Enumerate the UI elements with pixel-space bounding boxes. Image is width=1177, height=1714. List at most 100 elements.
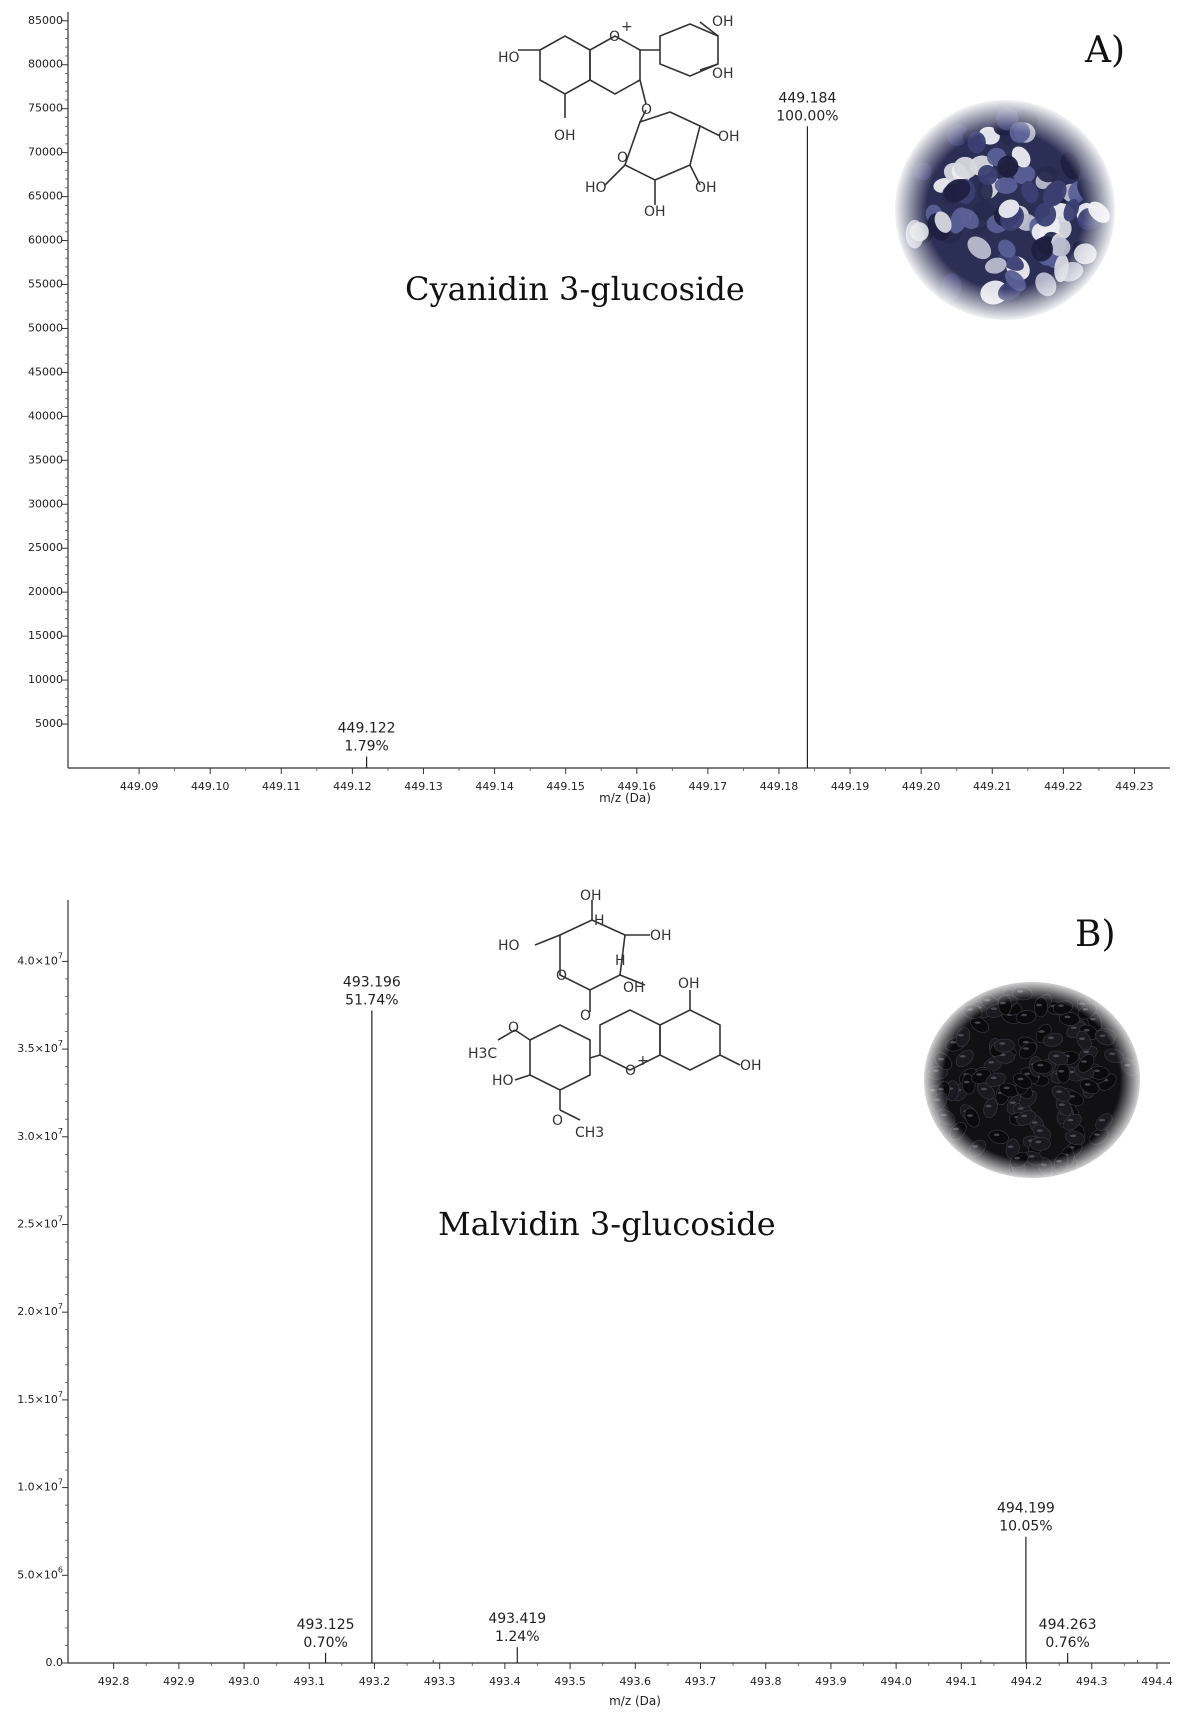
malvidin-oh-sugar-right: OH <box>650 928 672 944</box>
peak-percent-label: 1.79% <box>344 739 388 755</box>
peak-mz-label: 493.419 <box>488 1611 546 1627</box>
y-tick-label: 10000 <box>28 673 63 686</box>
peak-percent-label: 1.24% <box>495 1629 539 1645</box>
cyanidin-o-sugar: O <box>617 150 628 166</box>
malvidin-plus: + <box>637 1053 649 1069</box>
y-tick-label: 50000 <box>28 321 63 334</box>
malvidin-h-1: H <box>594 913 605 929</box>
x-tick-label: 449.18 <box>760 780 799 793</box>
x-tick-label: 494.2 <box>1011 1675 1043 1688</box>
y-tick-label: 0.0 <box>46 1656 64 1669</box>
cyanidin-o-ring: O <box>609 29 620 45</box>
x-tick-label: 449.11 <box>262 780 301 793</box>
black-beans-photo <box>922 980 1142 1180</box>
malvidin-o-methoxy-1: O <box>508 1020 519 1036</box>
y-tick-label: 1.0×107 <box>17 1478 63 1494</box>
y-tick-label: 45000 <box>28 365 63 378</box>
x-tick-label: 449.13 <box>404 780 443 793</box>
cyanidin-oh-sugar-3: OH <box>644 204 666 220</box>
cyanidin-oh-top-right: OH <box>712 14 734 30</box>
x-tick-label: 449.15 <box>546 780 585 793</box>
peak-percent-label: 0.70% <box>303 1635 347 1651</box>
malvidin-ho-ch2: HO <box>498 938 520 954</box>
peak-mz-label: 493.125 <box>297 1617 355 1633</box>
blue-corn-photo <box>893 98 1117 322</box>
panel-b-y-ticks: 0.05.0×1061.0×1071.5×1072.0×1072.5×1073.… <box>17 951 68 1669</box>
x-tick-label: 493.7 <box>685 1675 717 1688</box>
y-tick-label: 60000 <box>28 234 63 247</box>
x-tick-label: 449.21 <box>973 780 1012 793</box>
panel-b-peaks: 493.1250.70%493.19651.74%493.4191.24%494… <box>297 975 1138 1663</box>
malvidin-o-sugar: O <box>556 968 567 984</box>
malvidin-h-2: H <box>615 953 626 969</box>
cyanidin-structure: HO O + OH OH OH O O OH HO OH OH <box>498 14 740 220</box>
y-tick-label: 1.5×107 <box>17 1390 63 1406</box>
x-tick-label: 449.14 <box>475 780 514 793</box>
x-tick-label: 494.0 <box>880 1675 912 1688</box>
x-tick-label: 449.23 <box>1115 780 1154 793</box>
y-tick-label: 5.0×106 <box>17 1565 63 1581</box>
y-tick-label: 3.5×107 <box>17 1039 63 1055</box>
panel-a-peaks: 449.122 1.79% 449.184 100.00% <box>338 90 839 768</box>
x-tick-label: 493.5 <box>554 1675 586 1688</box>
x-tick-label: 493.4 <box>489 1675 521 1688</box>
y-tick-label: 40000 <box>28 409 63 422</box>
x-tick-label: 493.6 <box>620 1675 652 1688</box>
y-tick-label: 15000 <box>28 629 63 642</box>
peak-percent-label: 100.00% <box>776 108 838 124</box>
x-tick-label: 449.12 <box>333 780 372 793</box>
peak-percent-label: 51.74% <box>345 993 398 1009</box>
peak-percent-label: 10.05% <box>999 1519 1052 1535</box>
malvidin-ho-b-ring: HO <box>492 1073 514 1089</box>
malvidin-structure: OH H HO OH H O OH OH O H3C O HO O CH3 O … <box>468 888 762 1141</box>
cyanidin-oh-sugar-1: OH <box>718 129 740 145</box>
panel-a-y-ticks: 5000 10000 15000 20000 25000 30000 35000 40000 4… <box>28 14 68 730</box>
malvidin-o-methoxy-2: O <box>552 1113 563 1129</box>
x-tick-label: 494.4 <box>1141 1675 1173 1688</box>
x-tick-label: 493.2 <box>359 1675 391 1688</box>
panel-b-x-axis-label: m/z (Da) <box>609 1694 661 1708</box>
cyanidin-o-glycosidic: O <box>641 102 652 118</box>
cyanidin-ho-left: HO <box>498 50 520 66</box>
y-tick-label: 55000 <box>28 278 63 291</box>
y-tick-label: 25000 <box>28 541 63 554</box>
peak-mz-label: 449.122 <box>338 721 396 737</box>
panel-b-axes <box>67 900 1170 1664</box>
peak-percent-label: 0.76% <box>1045 1635 1089 1651</box>
y-tick-label: 70000 <box>28 146 63 159</box>
malvidin-ch3: CH3 <box>575 1125 604 1141</box>
y-tick-label: 85000 <box>28 14 63 27</box>
x-tick-label: 493.1 <box>294 1675 326 1688</box>
malvidin-o-glycosidic: O <box>580 1008 591 1024</box>
x-tick-label: 449.09 <box>120 780 159 793</box>
x-tick-label: 493.9 <box>815 1675 847 1688</box>
y-tick-label: 30000 <box>28 497 63 510</box>
y-tick-label: 75000 <box>28 102 63 115</box>
malvidin-oh-right: OH <box>740 1058 762 1074</box>
peak-mz-label: 494.263 <box>1039 1617 1097 1633</box>
peak-mz-label: 449.184 <box>778 90 836 106</box>
y-tick-label: 65000 <box>28 190 63 203</box>
y-tick-label: 2.5×107 <box>17 1214 63 1230</box>
x-tick-label: 492.8 <box>98 1675 130 1688</box>
x-tick-label: 494.3 <box>1076 1675 1108 1688</box>
x-tick-label: 494.1 <box>946 1675 978 1688</box>
panel-b-label: B) <box>1075 914 1116 955</box>
y-tick-label: 20000 <box>28 585 63 598</box>
x-tick-label: 493.0 <box>228 1675 260 1688</box>
cyanidin-ho-sugar: HO <box>585 180 607 196</box>
y-tick-label: 35000 <box>28 453 63 466</box>
x-tick-label: 449.22 <box>1044 780 1083 793</box>
y-tick-label: 5000 <box>35 717 63 730</box>
y-tick-label: 4.0×107 <box>17 951 63 967</box>
panel-b-compound-name: Malvidin 3-glucoside <box>438 1205 776 1243</box>
peak-mz-label: 494.199 <box>997 1501 1055 1517</box>
x-tick-label: 449.17 <box>689 780 728 793</box>
panel-a-compound-name: Cyanidin 3-glucoside <box>405 270 745 308</box>
malvidin-h3c: H3C <box>468 1046 497 1062</box>
cyanidin-plus: + <box>621 19 633 35</box>
x-tick-label: 492.9 <box>163 1675 195 1688</box>
